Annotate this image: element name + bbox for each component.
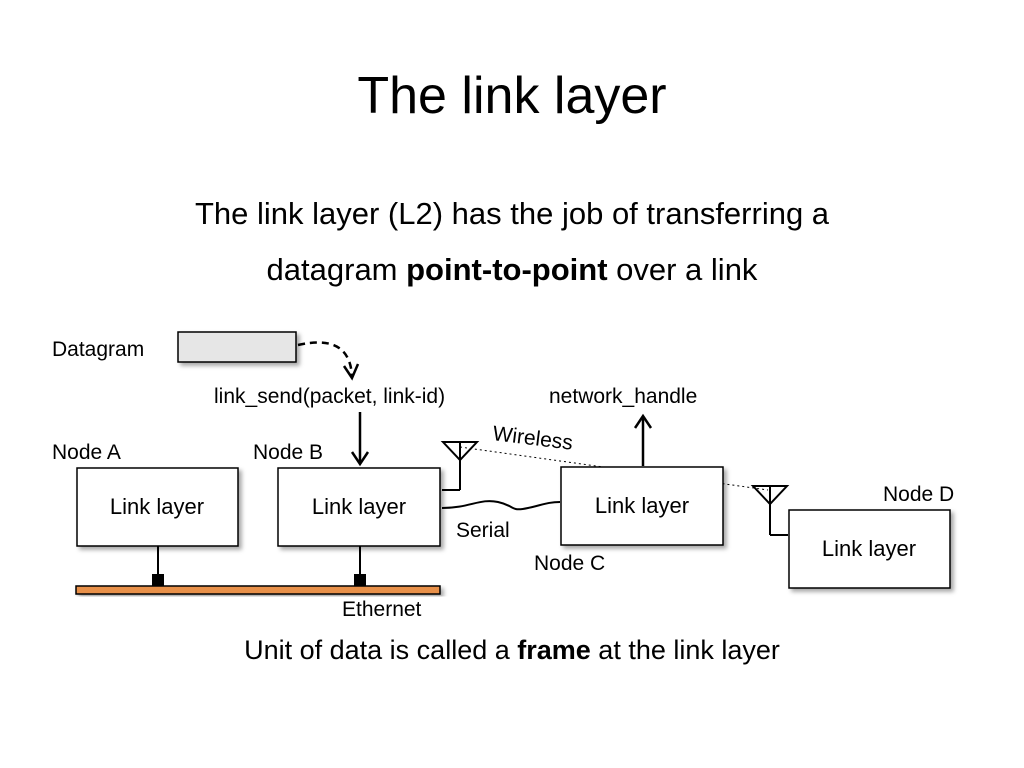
ethernet-tap-b [354,574,366,586]
node-c-box: Link layer [560,466,724,546]
node-b-box: Link layer [277,467,441,547]
node-a-box: Link layer [76,467,239,547]
datagram-arrow [297,341,354,377]
node-c-label: Node C [534,552,605,575]
datagram-label: Datagram [52,338,144,361]
node-b-box-label: Link layer [312,494,406,519]
network-handle-label: network_handle [549,385,697,408]
footer-start: Unit of data is called a [244,635,518,665]
subtitle-line-2-start: datagram [266,252,407,287]
node-b-label: Node B [253,441,323,464]
subtitle-line-1: The link layer (L2) has the job of trans… [194,196,830,231]
slide-title: The link layer [357,67,667,125]
node-c-box-label: Link layer [595,493,689,518]
slide-subtitle: The link layer (L2) has the job of trans… [112,186,912,298]
serial-label: Serial [456,519,510,542]
ethernet-tap-a [152,574,164,586]
node-a-label: Node A [52,441,121,464]
subtitle-line-2-end: over a link [607,252,758,287]
node-d-box: Link layer [788,509,951,589]
node-a-box-label: Link layer [110,494,204,519]
node-d-label: Node D [883,483,954,506]
datagram-box [177,331,297,363]
subtitle-emphasis: point-to-point [406,252,608,287]
footer-emphasis: frame [517,635,591,665]
link-send-label: link_send(packet, link-id) [214,385,445,408]
datagram-arrow-head [342,363,360,381]
node-d-box-label: Link layer [822,536,916,561]
footer-end: at the link layer [590,635,780,665]
network-handle-arrow-head [633,413,653,429]
ethernet-bus [75,585,441,595]
link-send-arrow-head [350,451,370,467]
slide-footer: Unit of data is called a frame at the li… [0,630,1024,670]
wireless-label: Wireless [491,422,574,455]
ethernet-label: Ethernet [342,598,422,621]
serial-link [441,500,561,511]
subtitle-line-2: datagram point-to-point over a link [112,242,912,298]
